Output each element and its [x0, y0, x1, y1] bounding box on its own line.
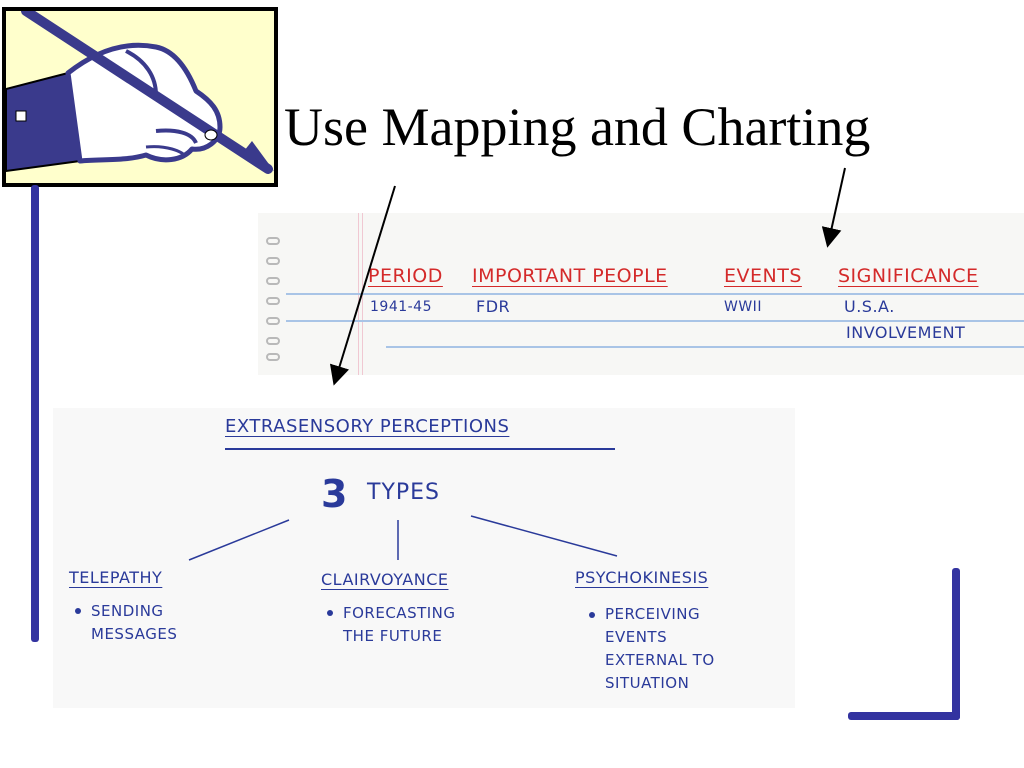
- spiral-ring: [266, 353, 280, 361]
- spiral-ring: [266, 317, 280, 325]
- node-psychokinesis-line3: EXTERNAL TO: [605, 651, 715, 669]
- corner-bracket-horizontal: [848, 712, 960, 720]
- node-title-psychokinesis: PSYCHOKINESIS: [575, 568, 709, 587]
- table-cell-people: FDR: [476, 297, 511, 316]
- ruled-line: [286, 293, 1024, 295]
- slide-title: Use Mapping and Charting: [284, 97, 871, 157]
- ruled-line: [386, 346, 1024, 348]
- table-cell-significance-line1: U.S.A.: [844, 297, 895, 316]
- left-accent-rail: [31, 185, 39, 642]
- node-psychokinesis-line4: SITUATION: [605, 674, 690, 692]
- node-title-clairvoyance: CLAIRVOYANCE: [321, 570, 449, 589]
- table-header-significance: SIGNIFICANCE: [838, 265, 979, 287]
- spiral-ring: [266, 257, 280, 265]
- node-telepathy-line1: SENDING: [91, 602, 164, 620]
- bullet-dot: [589, 612, 595, 618]
- table-header-important-people: IMPORTANT PEOPLE: [472, 265, 668, 287]
- node-title-telepathy: TELEPATHY: [69, 568, 163, 587]
- connector-lines: [188, 515, 618, 561]
- table-cell-significance-line2: INVOLVEMENT: [846, 323, 966, 342]
- node-telepathy-line2: MESSAGES: [91, 625, 178, 643]
- notebook-table-image: PERIOD IMPORTANT PEOPLE EVENTS SIGNIFICA…: [258, 213, 1024, 375]
- node-clairvoyance-line1: FORECASTING: [343, 604, 456, 622]
- bullet-dot: [327, 610, 333, 616]
- title-underline: [225, 448, 615, 450]
- node-psychokinesis-line1: PERCEIVING: [605, 605, 701, 623]
- logo-box: [2, 7, 278, 187]
- corner-bracket-vertical: [952, 568, 960, 720]
- concept-map-image: EXTRASENSORY PERCEPTIONS 3 TYPES TELEPAT…: [53, 408, 795, 708]
- node-psychokinesis-line2: EVENTS: [605, 628, 668, 646]
- concept-map-title: EXTRASENSORY PERCEPTIONS: [225, 416, 510, 437]
- bullet-dot: [75, 608, 81, 614]
- table-header-period: PERIOD: [368, 265, 443, 287]
- table-cell-period: 1941-45: [370, 299, 432, 315]
- center-label: TYPES: [367, 480, 441, 505]
- spiral-ring: [266, 237, 280, 245]
- spiral-ring: [266, 297, 280, 305]
- node-clairvoyance-line2: THE FUTURE: [343, 627, 443, 645]
- hand-writing-with-pen-icon: [6, 11, 274, 174]
- table-cell-events: WWII: [724, 299, 762, 315]
- table-header-events: EVENTS: [724, 265, 802, 287]
- spiral-ring: [266, 277, 280, 285]
- spiral-ring: [266, 337, 280, 345]
- ruled-line: [286, 320, 1024, 322]
- arrow-to-table: [821, 167, 846, 248]
- arrow-to-concept-map: [329, 185, 396, 386]
- center-number: 3: [321, 472, 348, 516]
